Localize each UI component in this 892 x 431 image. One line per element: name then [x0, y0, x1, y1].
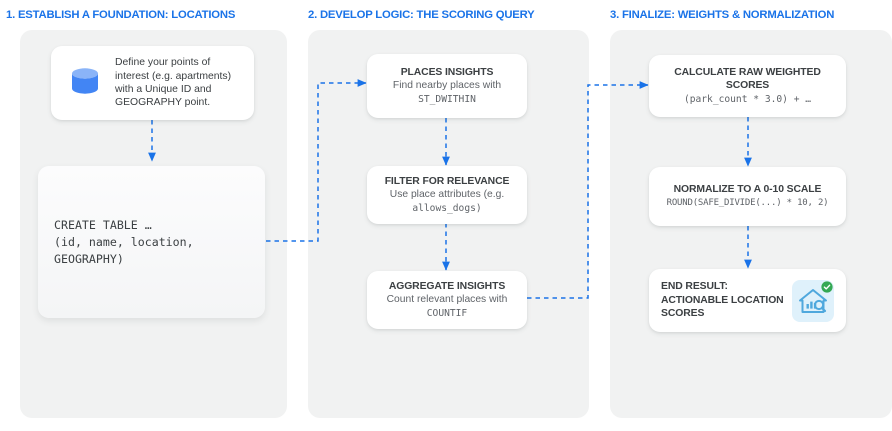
create-table-code: CREATE TABLE … (id, name, location, GEOG…	[54, 217, 194, 266]
card-filter-for-relevance[interactable]: FILTER FOR RELEVANCE Use place attribute…	[367, 166, 527, 224]
filter-relevance-subtitle: Use place attributes (e.g.	[389, 189, 505, 201]
house-analytics-search-icon	[792, 279, 834, 322]
filter-relevance-code: allows_dogs)	[412, 202, 482, 214]
check-badge-icon	[821, 280, 833, 293]
card-create-table[interactable]: CREATE TABLE … (id, name, location, GEOG…	[38, 166, 265, 318]
column-header-3: 3. FINALIZE: WEIGHTS & NORMALIZATION	[610, 9, 835, 21]
card-calculate-raw-weighted-scores[interactable]: CALCULATE RAW WEIGHTED SCORES (park_coun…	[649, 55, 846, 117]
places-insights-code: ST_DWITHIN	[418, 93, 476, 105]
card-aggregate-insights[interactable]: AGGREGATE INSIGHTS Count relevant places…	[367, 271, 527, 329]
card-normalize-scale[interactable]: NORMALIZE TO A 0-10 SCALE ROUND(SAFE_DIV…	[649, 167, 846, 226]
card-end-result[interactable]: END RESULT: ACTIONABLE LOCATION SCORES	[649, 269, 846, 332]
places-insights-title: PLACES INSIGHTS	[400, 66, 494, 78]
card-define-points-of-interest[interactable]: Define your points of interest (e.g. apa…	[51, 46, 254, 120]
calculate-scores-code: (park_count * 3.0) + …	[683, 93, 812, 105]
define-points-text: Define your points of interest (e.g. apa…	[115, 57, 232, 109]
column-header-2: 2. DEVELOP LOGIC: THE SCORING QUERY	[308, 9, 535, 21]
aggregate-insights-code: COUNTIF	[426, 307, 468, 319]
normalize-code: ROUND(SAFE_DIVIDE(...) * 10, 2)	[666, 197, 829, 208]
normalize-title: NORMALIZE TO A 0-10 SCALE	[673, 184, 822, 195]
calculate-scores-title: CALCULATE RAW WEIGHTED SCORES	[674, 66, 821, 92]
places-insights-subtitle: Find nearby places with	[392, 80, 502, 92]
database-cylinder-icon	[65, 61, 105, 106]
column-header-1: 1. ESTABLISH A FOUNDATION: LOCATIONS	[6, 9, 236, 21]
filter-relevance-title: FILTER FOR RELEVANCE	[384, 175, 510, 187]
aggregate-insights-title: AGGREGATE INSIGHTS	[388, 280, 506, 292]
end-result-text: END RESULT: ACTIONABLE LOCATION SCORES	[661, 281, 784, 320]
aggregate-insights-subtitle: Count relevant places with	[386, 294, 508, 306]
card-places-insights[interactable]: PLACES INSIGHTS Find nearby places with …	[367, 54, 527, 118]
